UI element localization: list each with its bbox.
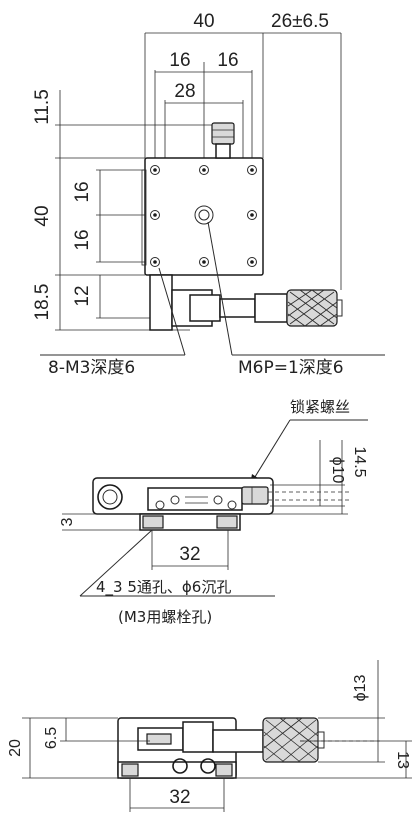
micrometer-thimble [254, 293, 288, 323]
note-lock-screw: 锁紧螺丝 [290, 398, 350, 416]
m3-hole [150, 210, 160, 220]
dim-side-6-5: 6.5 [43, 727, 60, 749]
side-base [117, 761, 237, 779]
dim-hole-y-bottom: 16 [72, 229, 93, 250]
dim-hole-x-left: 16 [169, 50, 190, 71]
note-through-holes: 4_3 5通孔、ϕ6沉孔 [96, 578, 231, 597]
dim-micrometer: 26±6.5 [271, 11, 329, 32]
front-lock-screw [241, 486, 269, 505]
front-view: 锁紧螺丝 3 32 [59, 398, 368, 626]
side-hole [172, 758, 188, 774]
top-view: 40 26±6.5 16 16 28 11.5 40 18.5 16 16 12 [32, 11, 385, 378]
dim-base-3: 3 [59, 517, 76, 526]
side-screw [146, 733, 172, 745]
dim-side-13: 13 [394, 751, 411, 769]
dim-top-offset: 11.5 [32, 89, 53, 125]
front-base [139, 513, 241, 531]
dim-hole-x-right: 16 [217, 50, 238, 71]
m3-hole [247, 165, 257, 175]
dim-lock-dia: ϕ10 [329, 457, 346, 484]
counterbore [216, 515, 238, 529]
m3-hole [199, 165, 209, 175]
m6-center-hole [194, 205, 214, 225]
side-sleeve [212, 729, 264, 753]
side-counterbore [215, 763, 233, 777]
m3-hole [247, 210, 257, 220]
dim-bottom-12: 12 [72, 285, 93, 306]
side-collar [182, 721, 214, 753]
front-round-boss [97, 484, 123, 510]
counterbore [142, 515, 164, 529]
note-m3-holes: 8-M3深度6 [48, 358, 135, 378]
leader-lock [249, 419, 291, 486]
side-micrometer-end [317, 731, 325, 749]
dim-micrometer-dia: ϕ13 [352, 675, 369, 702]
dim-bottom-18-5: 18.5 [32, 284, 53, 321]
dim-side-32: 32 [169, 787, 190, 808]
lock-screw-head [211, 122, 235, 145]
m3-hole-group [150, 165, 257, 267]
dim-pitch-28: 28 [174, 81, 195, 102]
m6-center-hole-inner [198, 209, 210, 221]
knurl-pattern [287, 289, 338, 327]
side-knurl-pattern [263, 717, 319, 763]
leader-m6 [207, 221, 233, 356]
leader-holes [79, 529, 153, 597]
lock-screw-neck [215, 143, 231, 159]
dim-height: 40 [32, 205, 53, 226]
note-center-hole: M6P=1深度6 [238, 358, 344, 378]
m3-hole [150, 257, 160, 267]
dim-width: 40 [193, 11, 214, 32]
m3-hole [247, 257, 257, 267]
leader-m3 [158, 267, 186, 356]
micrometer-body [189, 294, 221, 322]
side-view: 20 6.5 ϕ13 13 32 [7, 660, 412, 812]
dim-front-32: 32 [179, 544, 200, 565]
note-bolt-holes: (M3用螺栓孔) [118, 608, 212, 626]
stage-plate [144, 157, 264, 276]
side-hole [200, 758, 216, 774]
plate-edge [141, 169, 147, 266]
side-counterbore [121, 763, 139, 777]
dim-lock-height: 14.5 [351, 446, 368, 477]
m3-hole [199, 257, 209, 267]
micrometer-end [336, 299, 343, 317]
m3-hole [150, 165, 160, 175]
dim-side-height: 20 [7, 739, 24, 757]
dim-hole-y-top: 16 [72, 181, 93, 202]
roller-pattern [155, 495, 237, 510]
base-block [149, 274, 173, 331]
micrometer-sleeve [219, 298, 256, 318]
